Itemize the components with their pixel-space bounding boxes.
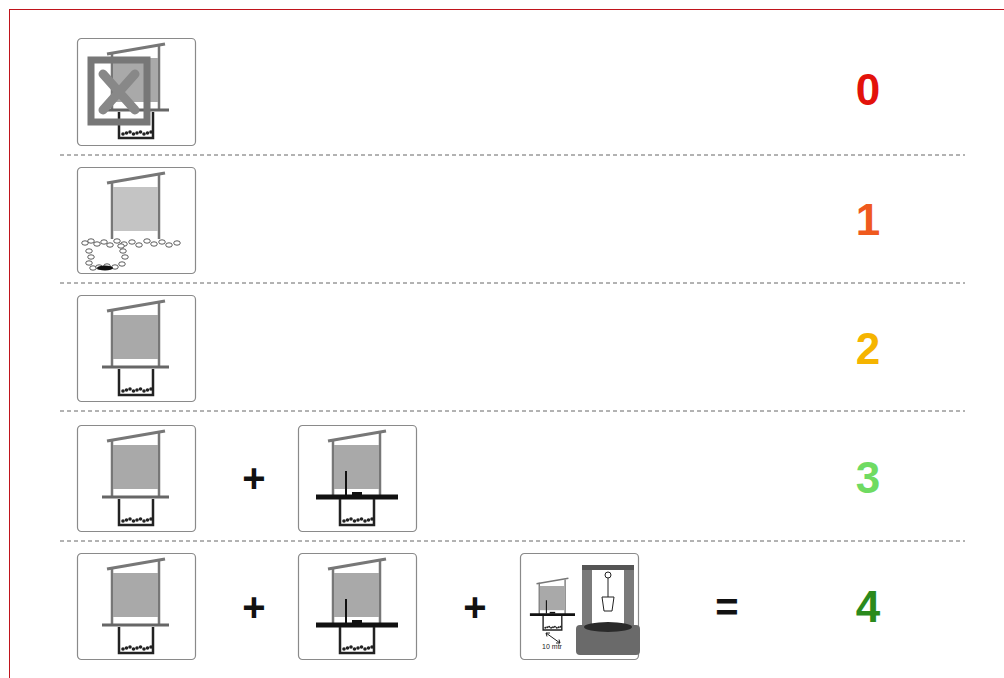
equals-sign: = bbox=[715, 587, 738, 627]
distance-label: 10 mtr bbox=[542, 643, 562, 650]
latrine-icon bbox=[78, 168, 196, 274]
latrine-icon bbox=[78, 296, 196, 402]
latrine-icon bbox=[299, 426, 417, 532]
row-separator bbox=[60, 155, 965, 156]
latrine-icon bbox=[521, 554, 641, 660]
row-separator bbox=[60, 541, 965, 542]
latrine-icon bbox=[299, 554, 417, 660]
latrine-icon bbox=[78, 554, 196, 660]
latrine-icon bbox=[78, 39, 196, 146]
outer-frame bbox=[10, 10, 1004, 678]
row-separator bbox=[60, 411, 965, 412]
score-number: 2 bbox=[856, 327, 880, 371]
row-separator bbox=[60, 283, 965, 284]
score-number: 1 bbox=[856, 198, 880, 242]
plus-sign: + bbox=[463, 587, 486, 627]
plus-sign: + bbox=[242, 458, 265, 498]
score-number: 4 bbox=[856, 585, 880, 629]
plus-sign: + bbox=[242, 587, 265, 627]
score-number: 3 bbox=[856, 456, 880, 500]
score-number: 0 bbox=[856, 68, 880, 112]
latrine-icon bbox=[78, 426, 196, 532]
